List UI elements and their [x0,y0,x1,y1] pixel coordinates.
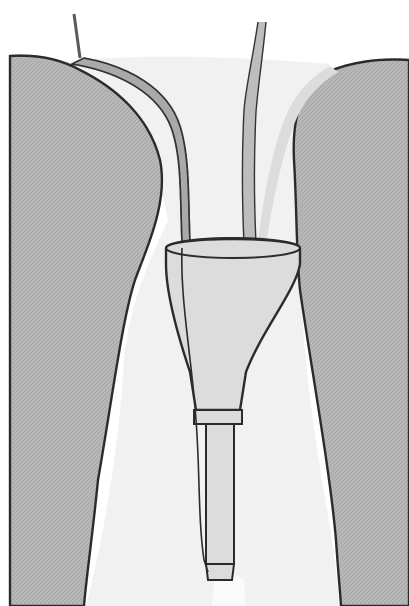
stem-tube [206,424,234,564]
connector-collar [194,410,242,424]
stem-tip [206,564,234,580]
